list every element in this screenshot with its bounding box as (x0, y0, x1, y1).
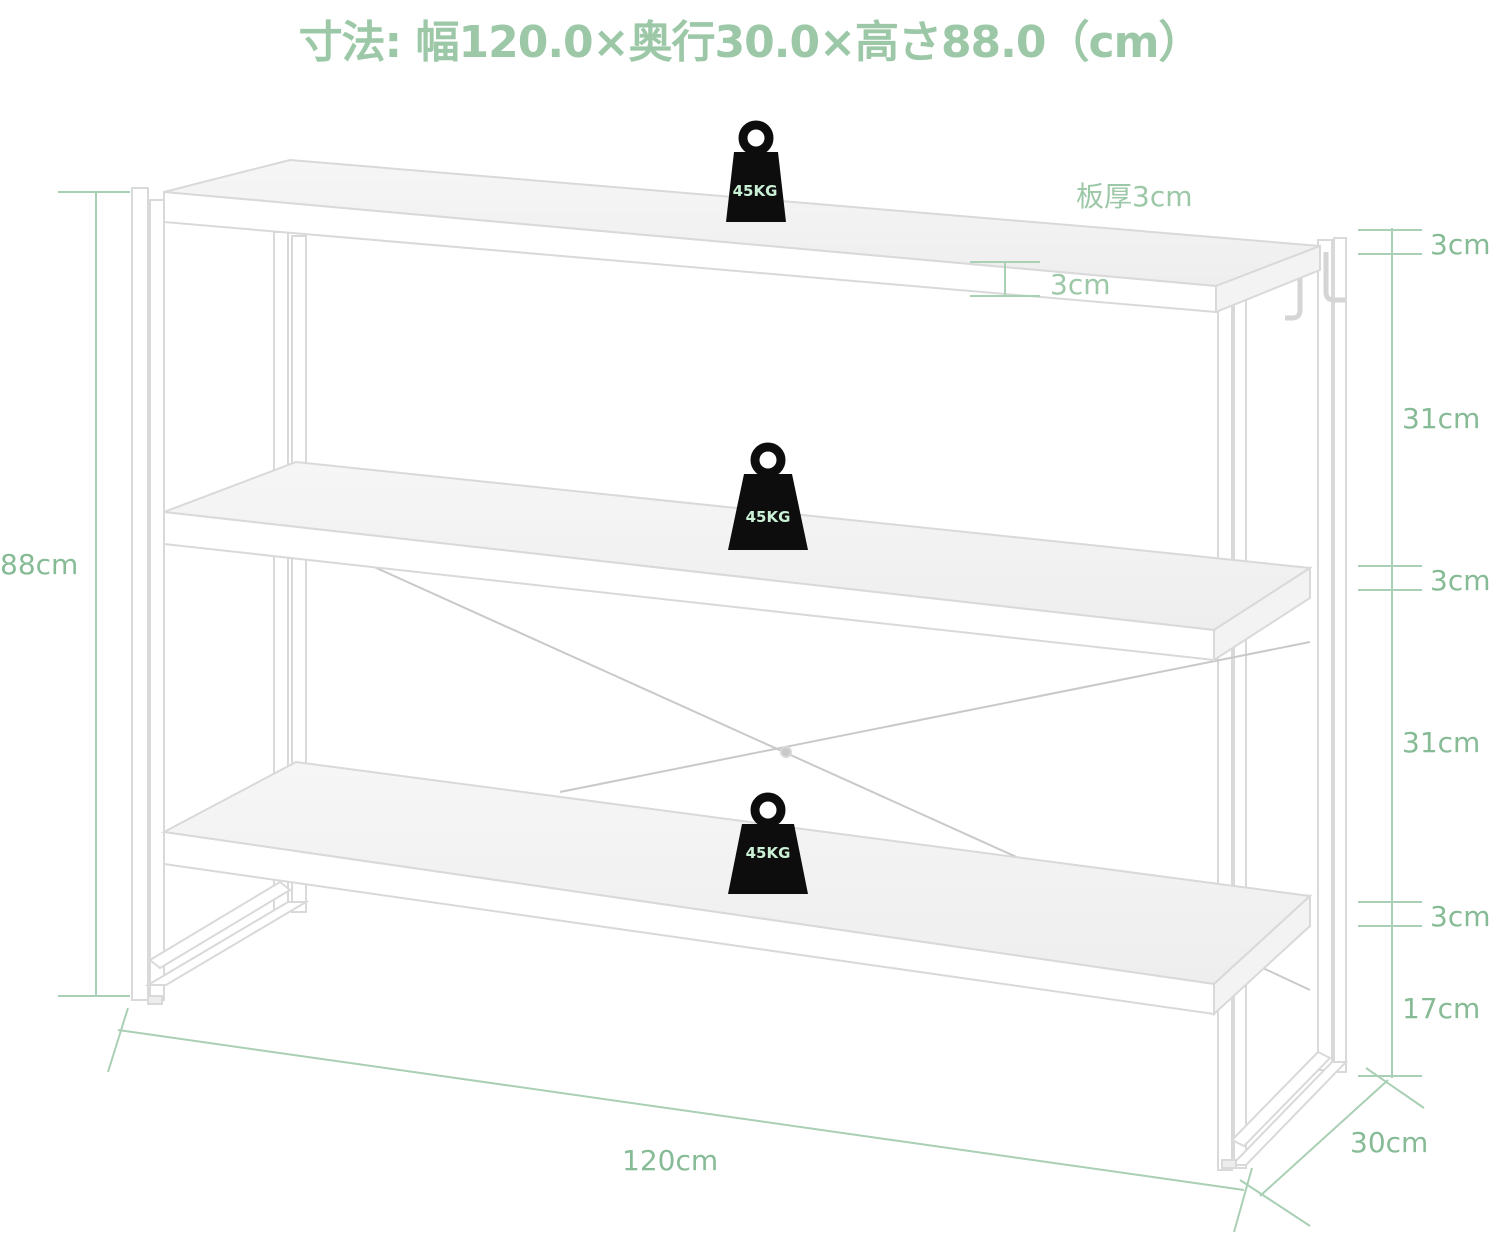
left-front-post (131, 187, 149, 1001)
right-front-post (1217, 289, 1233, 1171)
cross-brace-2 (559, 641, 1311, 793)
weight-label-top: 45KG (733, 182, 778, 200)
foot-left-front (147, 995, 163, 1005)
right-base-frame-inner (1230, 1050, 1332, 1148)
right-base-frame (1229, 1061, 1349, 1166)
right-dim-label-5: 3cm (1430, 900, 1490, 933)
width-tick-left (107, 1007, 129, 1073)
weight-body-top (726, 152, 786, 222)
weight-label-middle: 45KG (746, 508, 791, 526)
depth-label: 30cm (1350, 1126, 1428, 1159)
foot-right-front (1221, 1159, 1237, 1169)
depth-tick-left (1239, 1179, 1311, 1227)
width-label: 120cm (622, 1144, 718, 1177)
weight-badge-bottom: 45KG (728, 792, 808, 894)
left-base-frame-inner (148, 880, 292, 970)
weight-body-middle (728, 474, 808, 550)
width-tick-right (1233, 1167, 1253, 1233)
hook-right (1323, 252, 1345, 303)
right-back-post (1317, 239, 1333, 1071)
depth-line (1259, 1079, 1389, 1197)
weight-badge-top: 45KG (726, 120, 786, 222)
left-base-frame (144, 901, 310, 986)
dimension-lines (58, 191, 1425, 1233)
depth-tick-right (1365, 1067, 1425, 1109)
weight-badge-middle: 45KG (728, 442, 808, 550)
hook-left (1285, 250, 1303, 321)
cross-brace-1 (371, 565, 1033, 865)
cross-brace-joint (780, 746, 792, 758)
right-dim-label-2: 31cm (1402, 402, 1480, 435)
middle-shelf-side (1213, 566, 1311, 662)
right-dim-label-4: 31cm (1402, 726, 1480, 759)
weight-ring-top (738, 120, 774, 156)
page-title: 寸法: 幅120.0×奥行30.0×高さ88.0（cm） (298, 17, 1203, 68)
shelf-unit (131, 158, 1349, 1171)
right-dim-label-6: 17cm (1402, 992, 1480, 1025)
weight-ring-middle (750, 442, 786, 478)
weight-ring-bottom (750, 792, 786, 828)
right-dim-label-1: 3cm (1430, 228, 1490, 261)
left-back-post-2 (291, 235, 307, 913)
weight-body-bottom (728, 824, 808, 894)
right-dim-label-3: 3cm (1430, 564, 1490, 597)
weight-label-bottom: 45KG (746, 844, 791, 862)
top-shelf-side (1215, 244, 1321, 314)
board-edge-label: 3cm (1050, 268, 1110, 301)
board-thickness-label: 板厚3cm (1076, 180, 1193, 213)
height-label: 88cm (0, 548, 78, 581)
bottom-shelf-side (1213, 893, 1311, 1017)
left-inner-post (149, 199, 165, 1001)
right-inner-post (1233, 291, 1247, 1169)
width-line (117, 1029, 1245, 1191)
right-back-post-2 (1333, 237, 1347, 1073)
